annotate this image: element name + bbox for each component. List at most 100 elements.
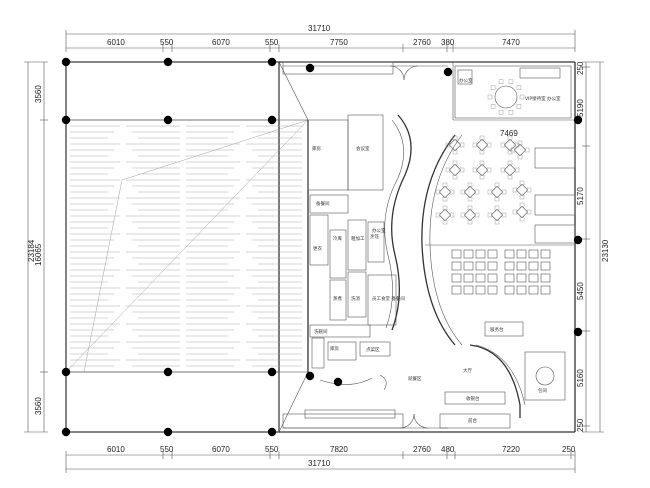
dining-chair <box>517 154 523 160</box>
banquet-tables <box>451 249 551 295</box>
banquet-table <box>504 273 515 283</box>
room-labels: 办公室 VIP接待室 办公室 7469 会议室 库房 备餐间 冷库 粗加工 烹饪… <box>312 77 561 424</box>
dining-table <box>448 138 462 152</box>
private-room-curved-wall <box>469 344 521 418</box>
vip-chair <box>508 79 514 84</box>
right-dim-3: 5170 <box>576 187 585 205</box>
vip-chair <box>519 94 525 100</box>
banquet-table <box>528 261 539 271</box>
banquet-table <box>487 261 498 271</box>
dining-chair <box>487 189 493 195</box>
dining-chair <box>507 160 513 166</box>
banquet-table <box>475 249 486 259</box>
column <box>305 371 315 381</box>
column <box>305 63 315 73</box>
dining-chair <box>460 189 466 195</box>
stepped-seating-stripes <box>70 125 302 367</box>
banquet-table <box>504 261 515 271</box>
dining-chair <box>459 167 465 173</box>
dining-chair <box>452 135 458 141</box>
bottom-dim-8: 7220 <box>502 445 520 454</box>
south-window-band <box>282 413 404 429</box>
dining-chair <box>519 180 525 186</box>
dining-chair <box>435 189 441 195</box>
vip-chair <box>490 104 496 109</box>
top-dim-7: 380 <box>441 38 455 47</box>
dining-chair <box>519 216 525 222</box>
banquet-table <box>487 285 498 295</box>
column <box>267 115 277 125</box>
banquet-table <box>528 273 539 283</box>
label-staff: 员工食堂 备餐间 <box>372 295 405 302</box>
vip-chair <box>490 85 496 90</box>
banquet-table <box>540 249 551 259</box>
dining-chair <box>500 142 506 148</box>
label-meeting: 会议室 <box>356 145 370 152</box>
dining-chair <box>479 160 485 166</box>
private-room <box>319 321 566 429</box>
column <box>163 427 173 437</box>
dining-table <box>490 185 504 199</box>
right-dim-4: 5450 <box>576 282 585 300</box>
column <box>163 367 173 377</box>
label-dining: 就餐区 <box>408 375 422 382</box>
vip-chair <box>508 110 514 115</box>
banquet-table <box>540 273 551 283</box>
dining-chair <box>442 182 448 188</box>
dining-table <box>475 138 489 152</box>
bottom-dim-9: 250 <box>562 445 576 454</box>
four-seat-tables <box>435 135 532 225</box>
top-dim-3: 6070 <box>212 38 230 47</box>
banquet-table <box>516 285 527 295</box>
dining-chair <box>445 142 451 148</box>
label-office: 办公室 <box>459 77 473 84</box>
dining-chair <box>459 142 465 148</box>
banquet-table <box>504 249 515 259</box>
dining-chair <box>524 147 530 153</box>
column <box>267 427 277 437</box>
right-dim-1: 250 <box>576 61 585 75</box>
top-dim-8: 7470 <box>502 38 520 47</box>
dining-chair <box>494 219 500 225</box>
banquet-table <box>463 285 474 295</box>
top-dim-1: 6010 <box>107 38 125 47</box>
left-dim-3: 3560 <box>34 397 43 415</box>
top-dim-6: 2760 <box>413 38 431 47</box>
dining-table <box>515 205 529 219</box>
right-dim-2: 5190 <box>576 99 585 117</box>
banquet-table <box>516 249 527 259</box>
dining-table <box>448 163 462 177</box>
dining-chair <box>507 135 513 141</box>
banquet-table <box>475 261 486 271</box>
column <box>267 57 277 67</box>
north-terrace <box>65 61 280 121</box>
building-walls <box>279 61 576 433</box>
label-cook: 烹饪 <box>370 233 379 240</box>
dining-chair <box>449 212 455 218</box>
vip-chair <box>498 79 504 84</box>
dining-table <box>503 138 517 152</box>
bottom-dim-2: 550 <box>160 445 174 454</box>
label-service: 服务台 <box>490 326 504 333</box>
dining-table <box>463 185 477 199</box>
dining-chair <box>494 182 500 188</box>
dining-chair <box>452 160 458 166</box>
banquet-table <box>540 261 551 271</box>
label-steam: 蒸煮 <box>333 295 342 302</box>
label-wash: 洗消 <box>351 295 360 302</box>
banquet-table <box>516 273 527 283</box>
top-total-dim: 31710 <box>308 24 331 33</box>
dining-chair <box>442 196 448 202</box>
vip-chair <box>487 94 493 100</box>
dining-chair <box>500 167 506 173</box>
dining-chair <box>479 174 485 180</box>
left-total-dim: 23184 <box>27 239 36 262</box>
top-dim-2: 550 <box>160 38 174 47</box>
column <box>163 115 173 125</box>
banquet-table <box>463 261 474 271</box>
dining-chair <box>510 147 516 153</box>
dining-chair <box>467 205 473 211</box>
label-vip-room: VIP接待室 办公室 <box>525 95 561 102</box>
banquet-table <box>528 249 539 259</box>
